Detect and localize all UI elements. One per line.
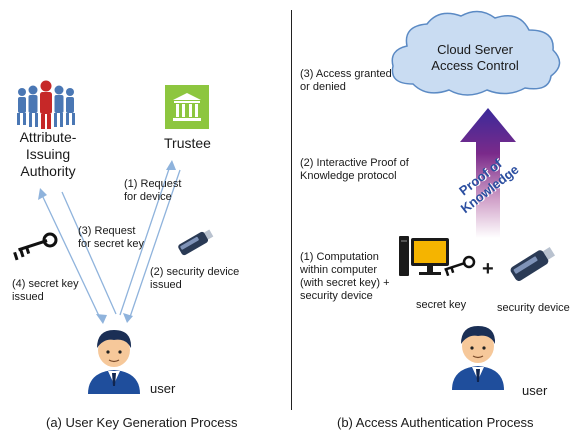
user-avatar-icon <box>82 322 146 394</box>
key-icon <box>12 232 58 262</box>
key-icon <box>440 255 476 281</box>
cloud-label-line2: Access Control <box>431 58 519 73</box>
authority-label-line2: Issuing <box>25 146 71 162</box>
right-step3-label: (3) Access granted or denied <box>300 68 392 94</box>
right-user-label: user <box>522 383 548 398</box>
right-step2-label: (2) Interactive Proof of Knowledge proto… <box>300 157 409 183</box>
cloud-label-line1: Cloud Server <box>437 42 513 57</box>
left-step3-line2: for secret key <box>78 238 145 250</box>
left-step4-line2: issued <box>12 291 44 303</box>
cloud-icon <box>383 6 569 100</box>
plus-sign: + <box>482 258 494 280</box>
computer-icon <box>397 234 451 280</box>
right-step1-line3: (with secret key) + <box>300 277 390 289</box>
right-step1-line1: (1) Computation <box>300 251 379 263</box>
right-step2-line1: (2) Interactive Proof of <box>300 157 409 169</box>
left-step1-line1: (1) Request <box>124 178 182 190</box>
right-step1-line2: within computer <box>300 264 378 276</box>
authority-label-line1: Attribute- <box>19 129 77 145</box>
right-caption: (b) Access Authentication Process <box>337 415 534 430</box>
left-step1-line2: for device <box>124 191 172 203</box>
left-step2-line2: issued <box>150 279 182 291</box>
left-step2-line1: (2) security device <box>150 266 240 278</box>
secret-key-label: secret key <box>416 299 467 311</box>
cloud-label: Cloud Server Access Control <box>405 42 545 74</box>
panel-divider <box>291 10 292 410</box>
left-user-label: user <box>150 381 176 396</box>
group-icon <box>14 80 78 130</box>
right-step1-line4: security device <box>300 290 373 302</box>
right-step3-line2: or denied <box>300 81 346 93</box>
proof-arrow <box>458 108 518 238</box>
left-flow-arrows <box>38 160 181 324</box>
authority-label: Attribute- Issuing Authority <box>8 129 88 180</box>
left-caption: (a) User Key Generation Process <box>46 415 238 430</box>
right-step1-label: (1) Computation within computer (with se… <box>300 251 390 303</box>
authority-label-line3: Authority <box>20 163 76 179</box>
left-step4-line1: (4) secret key <box>12 278 79 290</box>
left-step4-label: (4) secret key issued <box>12 278 79 304</box>
usb-device-icon <box>504 244 560 284</box>
left-step1-label: (1) Request for device <box>124 178 181 204</box>
user-avatar-icon <box>446 318 510 390</box>
security-device-label: security device <box>497 302 570 314</box>
left-step3-label: (3) Request for secret key <box>78 225 144 251</box>
right-step2-line2: Knowledge protocol <box>300 170 397 182</box>
left-step3-line1: (3) Request <box>78 225 136 237</box>
right-step3-line1: (3) Access granted <box>300 68 392 80</box>
bank-icon <box>165 85 209 129</box>
trustee-label: Trustee <box>164 135 211 151</box>
left-step2-label: (2) security device issued <box>150 266 239 292</box>
usb-device-icon <box>172 228 216 258</box>
